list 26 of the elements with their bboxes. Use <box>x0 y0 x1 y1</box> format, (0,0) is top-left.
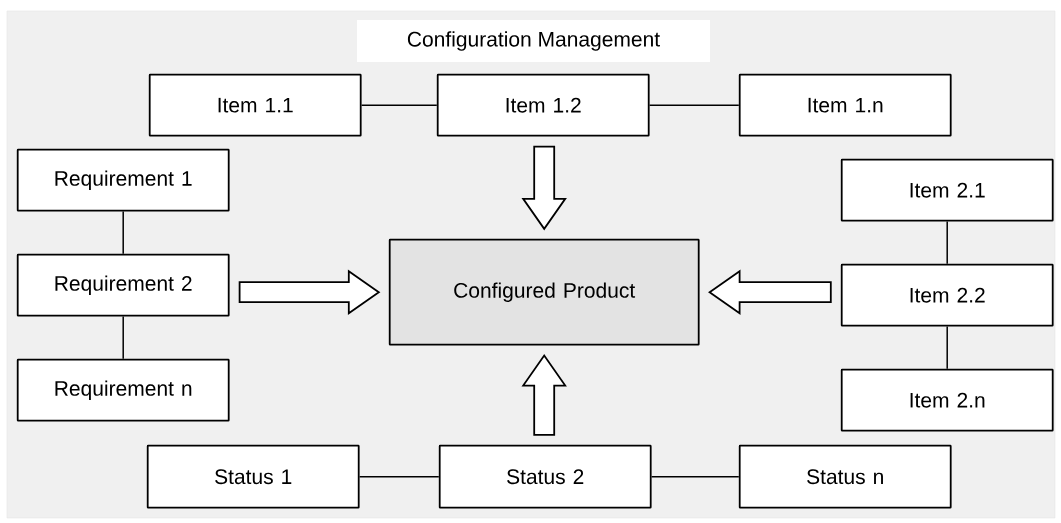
item-box: Status 1 <box>146 444 360 509</box>
item-box: Item 1.1 <box>148 73 362 137</box>
connector-line <box>122 210 124 255</box>
connector-line <box>650 475 740 478</box>
connector-line <box>122 315 124 360</box>
item-box: Item 2.2 <box>840 263 1054 327</box>
item-box: Item 2.n <box>840 368 1054 432</box>
item-box: Status n <box>738 444 952 509</box>
block-arrow <box>521 145 567 231</box>
title-box: Configuration Management <box>357 20 710 62</box>
item-box: Item 2.1 <box>840 158 1054 222</box>
product-box: Configured Product <box>388 238 700 346</box>
connector-line <box>946 220 948 265</box>
item-box: Requirement 1 <box>16 148 230 212</box>
connector-line <box>358 475 440 478</box>
connector-line <box>946 325 948 370</box>
item-box: Item 1.n <box>738 73 952 137</box>
block-arrow <box>238 269 381 315</box>
item-box: Requirement n <box>16 358 230 422</box>
item-box: Item 1.2 <box>436 73 650 137</box>
block-arrow <box>521 354 567 436</box>
item-box: Requirement 2 <box>16 253 230 317</box>
connector-line <box>360 104 438 106</box>
item-box: Status 2 <box>438 444 652 509</box>
connector-line <box>648 104 740 106</box>
block-arrow <box>708 269 832 315</box>
